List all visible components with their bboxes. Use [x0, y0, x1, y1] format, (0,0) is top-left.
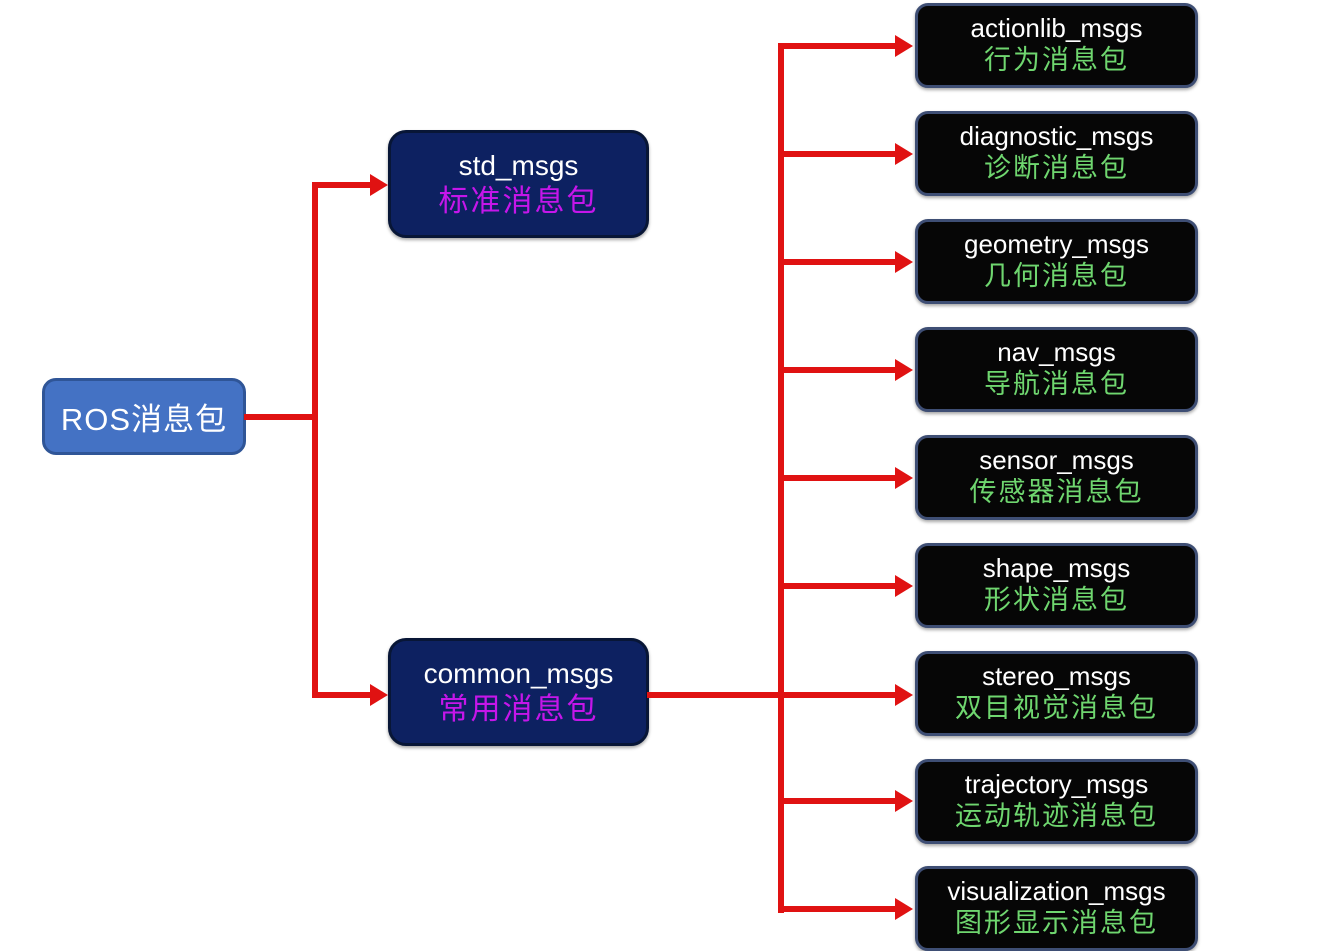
connector-branch-shape — [778, 583, 897, 589]
connector-left-vertical — [312, 182, 318, 698]
arrowhead-nav — [895, 359, 913, 381]
node-subtitle: 标准消息包 — [438, 184, 599, 218]
node-title: geometry_msgs — [964, 229, 1149, 260]
connector-branch-common — [312, 692, 372, 698]
arrowhead-stereo — [895, 684, 913, 706]
node-title: visualization_msgs — [947, 876, 1166, 907]
node-title: common_msgs — [423, 657, 614, 689]
node-title: trajectory_msgs — [964, 769, 1149, 800]
arrowhead-std — [370, 174, 388, 196]
node-stereo-msgs: stereo_msgs 双目视觉消息包 — [915, 651, 1198, 736]
arrowhead-visualization — [895, 898, 913, 920]
connector-branch-diagnostic — [778, 151, 897, 157]
node-title: stereo_msgs — [982, 661, 1131, 692]
node-title: std_msgs — [458, 149, 579, 181]
node-nav-msgs: nav_msgs 导航消息包 — [915, 327, 1198, 412]
arrowhead-trajectory — [895, 790, 913, 812]
arrowhead-shape — [895, 575, 913, 597]
node-ros-msgs-root: ROS消息包 — [42, 378, 246, 455]
node-geometry-msgs: geometry_msgs 几何消息包 — [915, 219, 1198, 304]
node-subtitle: 图形显示消息包 — [955, 908, 1158, 939]
node-subtitle: 诊断消息包 — [984, 153, 1129, 184]
node-title: shape_msgs — [982, 553, 1131, 584]
node-subtitle: 运动轨迹消息包 — [955, 801, 1158, 832]
node-visualization-msgs: visualization_msgs 图形显示消息包 — [915, 866, 1198, 951]
node-title: sensor_msgs — [979, 445, 1134, 476]
node-title: nav_msgs — [997, 337, 1116, 368]
node-subtitle: 常用消息包 — [438, 692, 599, 726]
node-subtitle: 几何消息包 — [984, 261, 1129, 292]
node-subtitle: 形状消息包 — [984, 585, 1129, 616]
node-shape-msgs: shape_msgs 形状消息包 — [915, 543, 1198, 628]
connector-branch-trajectory — [778, 798, 897, 804]
node-title: actionlib_msgs — [970, 13, 1143, 44]
node-title: diagnostic_msgs — [959, 121, 1154, 152]
node-common-msgs: common_msgs 常用消息包 — [388, 638, 649, 746]
connector-branch-nav — [778, 367, 897, 373]
connector-root-out — [244, 414, 318, 420]
node-sensor-msgs: sensor_msgs 传感器消息包 — [915, 435, 1198, 520]
arrowhead-common — [370, 684, 388, 706]
arrowhead-actionlib — [895, 35, 913, 57]
node-trajectory-msgs: trajectory_msgs 运动轨迹消息包 — [915, 759, 1198, 844]
node-subtitle: 双目视觉消息包 — [955, 693, 1158, 724]
arrowhead-diagnostic — [895, 143, 913, 165]
connector-branch-sensor — [778, 475, 897, 481]
connector-branch-visualization — [778, 906, 897, 912]
connector-branch-stereo — [778, 692, 897, 698]
connector-common-out — [647, 692, 897, 698]
node-std-msgs: std_msgs 标准消息包 — [388, 130, 649, 238]
node-label: ROS消息包 — [60, 402, 228, 437]
node-subtitle: 传感器消息包 — [969, 477, 1144, 508]
connector-branch-std — [312, 182, 372, 188]
node-actionlib-msgs: actionlib_msgs 行为消息包 — [915, 3, 1198, 88]
connector-branch-actionlib — [778, 43, 897, 49]
arrowhead-geometry — [895, 251, 913, 273]
node-subtitle: 行为消息包 — [984, 45, 1129, 76]
node-diagnostic-msgs: diagnostic_msgs 诊断消息包 — [915, 111, 1198, 196]
arrowhead-sensor — [895, 467, 913, 489]
node-subtitle: 导航消息包 — [984, 369, 1129, 400]
connector-branch-geometry — [778, 259, 897, 265]
